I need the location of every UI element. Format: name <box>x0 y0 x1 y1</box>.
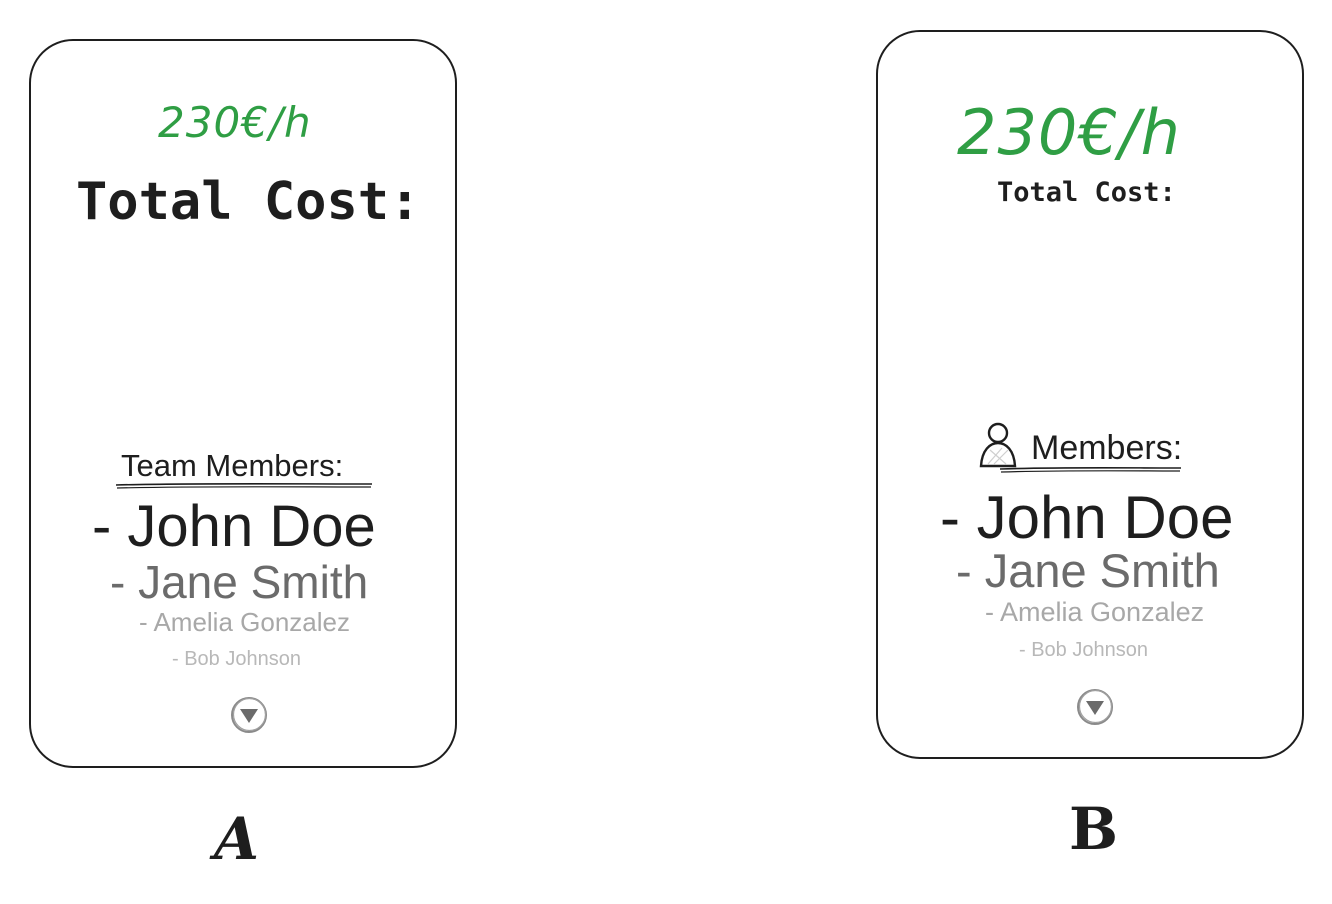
heading-underline <box>999 466 1182 473</box>
triangle-down-icon <box>231 697 267 733</box>
member-item: - John Doe <box>92 494 376 559</box>
member-item: - Amelia Gonzalez <box>139 607 350 637</box>
total-cost-label: Total Cost: <box>997 177 1176 208</box>
member-item: - Bob Johnson <box>1019 639 1148 661</box>
member-item: - Amelia Gonzalez <box>985 597 1205 627</box>
triangle-down-icon <box>1077 689 1113 725</box>
total-cost-label: Total Cost: <box>76 172 421 232</box>
team-members-heading: Team Members: <box>121 448 344 483</box>
member-item: - Bob Johnson <box>172 648 301 670</box>
variant-label-b: B <box>1069 795 1119 863</box>
phone-card-b <box>876 30 1304 759</box>
expand-members-button[interactable] <box>229 695 269 735</box>
member-item: - Jane Smith <box>110 556 369 608</box>
members-heading: Members: <box>1031 429 1183 467</box>
member-item: - John Doe <box>940 484 1234 551</box>
variant-label-a: A <box>214 805 260 873</box>
hourly-rate: 230€/h <box>158 98 312 147</box>
member-item: - Jane Smith <box>956 544 1220 597</box>
hourly-rate: 230€/h <box>957 96 1181 169</box>
phone-card-a <box>29 39 457 768</box>
expand-members-button[interactable] <box>1075 687 1115 727</box>
heading-underline <box>115 482 373 489</box>
person-icon <box>979 422 1017 468</box>
